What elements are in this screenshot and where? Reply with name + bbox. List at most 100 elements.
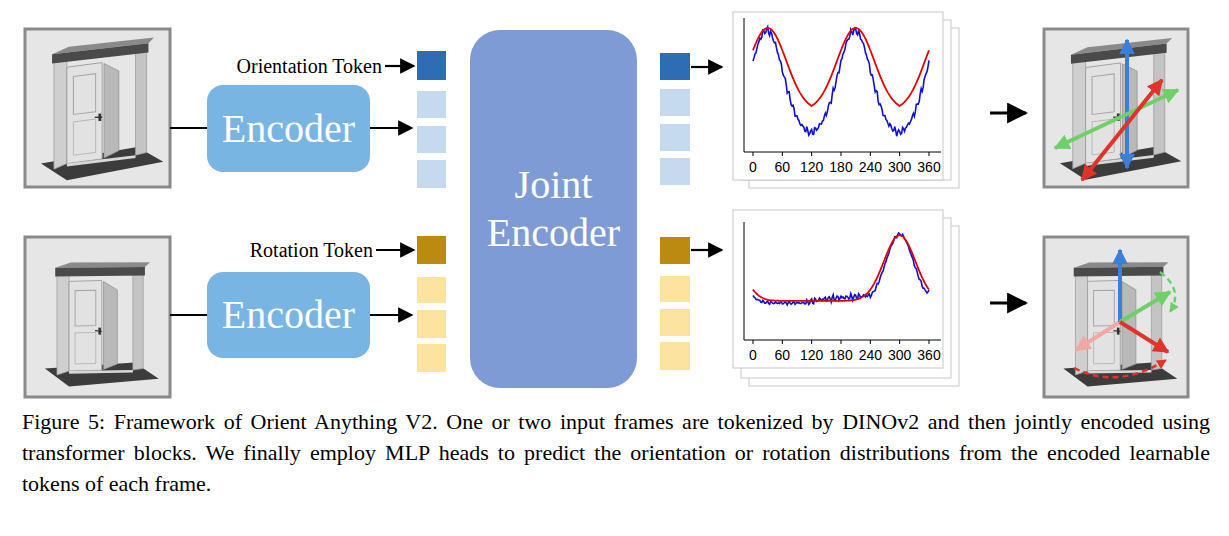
- axis-tick-label: 240: [859, 346, 882, 364]
- illustration-part: [417, 51, 446, 80]
- axis-tick-label: 360: [917, 346, 940, 364]
- illustration-part: [417, 277, 446, 303]
- tick-value: 180: [829, 347, 852, 363]
- axis-tick-label: 360: [917, 158, 940, 176]
- target-curve: [753, 28, 929, 106]
- illustration-part: [25, 29, 170, 187]
- input-frame-bottom: [25, 237, 170, 397]
- output-frame-bottom: [1044, 237, 1188, 397]
- illustration-part: [1060, 38, 1181, 180]
- input-tokens: [417, 51, 446, 372]
- illustration-part: [660, 158, 690, 185]
- illustration-part: [41, 38, 163, 181]
- tick-mark: [753, 340, 754, 344]
- axis-tick-label: 120: [800, 346, 823, 364]
- box-label: Encoder: [222, 105, 355, 153]
- token-name: Orientation Token: [237, 55, 382, 77]
- tick-value: 360: [917, 347, 940, 363]
- illustration-part: [1044, 29, 1188, 187]
- axis-tick-label: 60: [775, 346, 791, 364]
- output-tokens: [660, 53, 690, 370]
- tick-mark: [811, 152, 812, 156]
- illustration-part: [733, 210, 943, 368]
- box-label: Encoder: [222, 291, 355, 339]
- tick-mark: [929, 340, 930, 344]
- axis-tick-label: 0: [749, 158, 757, 176]
- illustration-part: [417, 126, 446, 153]
- tick-mark: [782, 152, 783, 156]
- illustration-part: [170, 314, 207, 316]
- illustration-part: [417, 91, 446, 118]
- tick-value: 60: [775, 347, 791, 363]
- illustration-part: [1120, 292, 1170, 322]
- illustration-part: [417, 236, 446, 264]
- target-curve: [753, 235, 929, 301]
- axis-tick-label: 240: [859, 158, 882, 176]
- illustration-part: [660, 276, 690, 302]
- tick-mark: [811, 340, 812, 344]
- axis-tick-label: 180: [829, 346, 852, 364]
- illustration-part: [1120, 322, 1168, 352]
- axis-tick-label: 120: [800, 158, 823, 176]
- tick-mark: [870, 152, 871, 156]
- illustration-part: [370, 314, 412, 316]
- encoder-box: Encoder: [207, 272, 370, 358]
- token-name: Rotation Token: [250, 239, 373, 261]
- tick-value: 0: [749, 159, 757, 175]
- illustration-part: [691, 66, 722, 68]
- tick-mark: [841, 152, 842, 156]
- axis-tick-label: 60: [775, 158, 791, 176]
- illustration-part: [660, 342, 690, 370]
- tick-mark: [841, 340, 842, 344]
- illustration-part: [1118, 250, 1122, 322]
- illustration-part: [660, 89, 690, 116]
- output-frame-top: [1044, 29, 1188, 187]
- illustration-part: [990, 112, 1026, 115]
- illustration-part: [45, 251, 159, 396]
- input-frame-top: [25, 29, 170, 187]
- tick-mark: [782, 340, 783, 344]
- plot-stack-bottom: [733, 210, 959, 386]
- illustration-part: [1125, 40, 1129, 168]
- tick-value: 120: [800, 159, 823, 175]
- tick-value: 0: [749, 347, 757, 363]
- axis-tick-label: 180: [829, 158, 852, 176]
- axis-tick-label: 300: [888, 346, 911, 364]
- tick-value: 240: [859, 347, 882, 363]
- token-label: Rotation Token: [250, 239, 373, 262]
- tick-value: 180: [829, 159, 852, 175]
- illustration-part: [417, 310, 446, 338]
- x-axis: [744, 152, 941, 153]
- tick-mark: [929, 152, 930, 156]
- illustration-part: [1082, 80, 1162, 180]
- illustration-part: [417, 160, 446, 188]
- orientation-plot: [744, 18, 941, 156]
- figure-caption: Figure 5: Framework of Orient Anything V…: [22, 406, 1210, 499]
- illustration-part: [691, 249, 722, 251]
- tick-mark: [753, 152, 754, 156]
- tick-mark: [899, 340, 900, 344]
- joint-encoder-box: Joint Encoder: [470, 30, 637, 388]
- axis-tick-label: 0: [749, 346, 757, 364]
- box-label: Joint Encoder: [482, 161, 625, 257]
- tick-value: 60: [775, 159, 791, 175]
- illustration-part: [1160, 272, 1175, 312]
- illustration-part: [990, 302, 1026, 305]
- illustration-part: [370, 127, 412, 129]
- illustration-part: [1076, 322, 1120, 350]
- rotation-plot: [744, 222, 941, 344]
- plot-stack-top: [733, 12, 959, 188]
- illustration-part: [660, 237, 690, 264]
- tick-value: 240: [859, 159, 882, 175]
- encoder-box: Encoder: [207, 85, 370, 172]
- illustration-part: [376, 249, 414, 251]
- illustration-part: [733, 12, 943, 180]
- token-label: Orientation Token: [237, 55, 382, 78]
- tick-mark: [899, 152, 900, 156]
- x-axis: [744, 340, 941, 341]
- illustration-part: [660, 309, 690, 336]
- tick-mark: [870, 340, 871, 344]
- illustration-part: [660, 124, 690, 151]
